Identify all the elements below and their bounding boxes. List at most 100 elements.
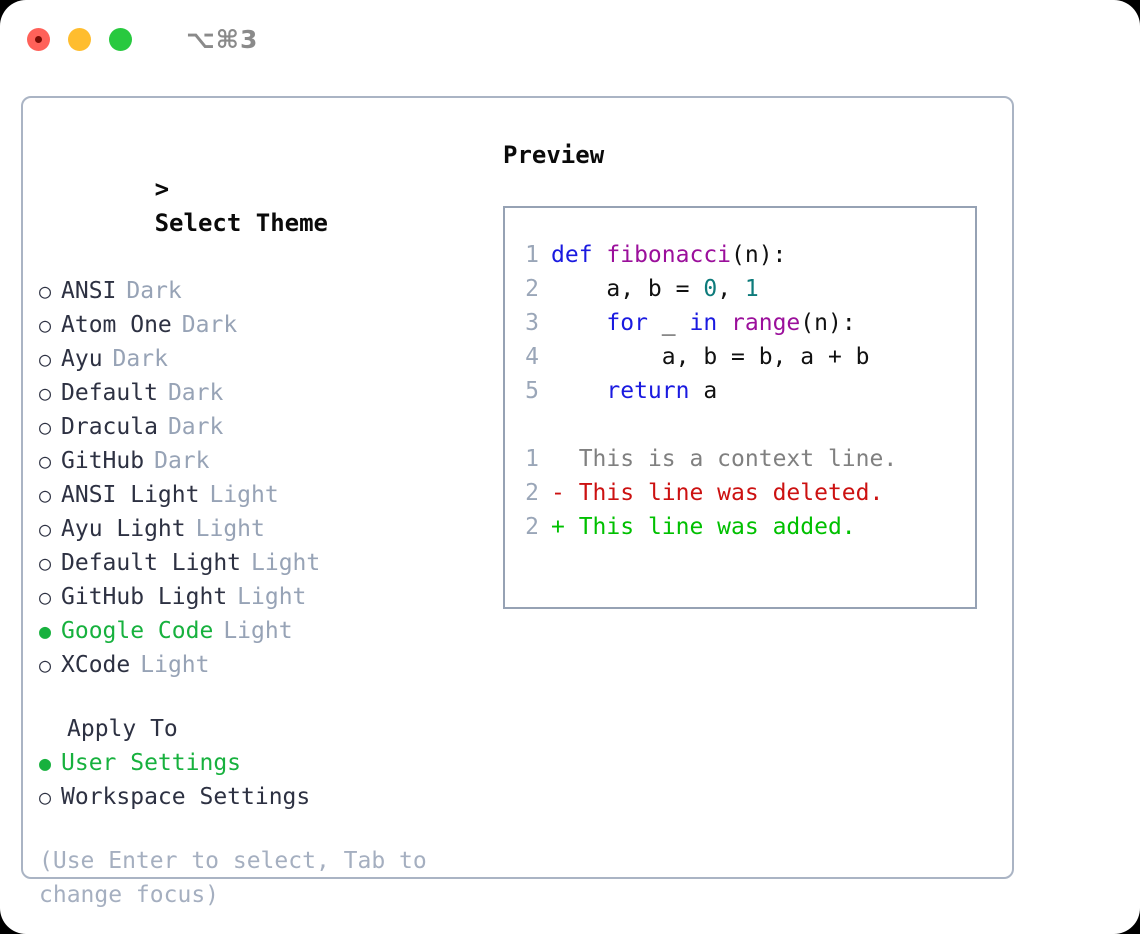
code-line-number: 5 xyxy=(525,378,539,404)
code-token: a xyxy=(689,378,718,404)
radio-unselected-icon: ○ xyxy=(39,347,52,371)
code-token: return xyxy=(606,378,690,404)
diff-marker: - xyxy=(551,480,579,506)
prompt-caret-icon: > xyxy=(154,175,170,203)
diff-line-content: + This line was added. xyxy=(551,510,856,544)
code-token: in xyxy=(689,310,718,336)
apply-to-option-workspace-settings[interactable]: ○ Workspace Settings xyxy=(39,780,479,814)
diff-line: 1 This is a context line. xyxy=(505,442,975,476)
theme-option-google-code[interactable]: ● Google Code Light xyxy=(39,614,479,648)
code-token: def xyxy=(551,242,607,268)
radio-selected-icon: ● xyxy=(39,751,52,775)
theme-option-label: Default xyxy=(61,380,158,406)
theme-option-ayu-light[interactable]: ○ Ayu Light Light xyxy=(39,512,479,546)
theme-option-label: XCode xyxy=(61,652,131,678)
theme-option-ansi[interactable]: ○ ANSI Dark xyxy=(39,274,479,308)
radio-unselected-icon: ○ xyxy=(39,483,52,507)
theme-option-label: ANSI Light xyxy=(61,482,200,508)
preview-title: Preview xyxy=(503,141,605,169)
code-line-number: 4 xyxy=(525,344,539,370)
diff-text: This is a context line. xyxy=(578,446,898,472)
radio-unselected-icon: ○ xyxy=(39,381,52,405)
code-token: , xyxy=(717,276,745,302)
theme-option-label: ANSI xyxy=(61,278,117,304)
code-line: 3 for _ in range(n): xyxy=(505,306,975,340)
code-token xyxy=(551,378,606,404)
theme-variant-tag: Dark xyxy=(126,278,182,304)
radio-unselected-icon: ○ xyxy=(39,653,52,677)
maximize-window-button[interactable] xyxy=(109,27,132,51)
code-line-number: 3 xyxy=(525,310,539,336)
diff-line-number: 2 xyxy=(525,514,539,540)
diff-line-number: 1 xyxy=(525,446,539,472)
theme-variant-tag: Dark xyxy=(167,380,224,406)
code-token xyxy=(717,310,731,336)
code-token xyxy=(551,310,606,336)
radio-unselected-icon: ○ xyxy=(39,415,52,439)
apply-to-option-label: Workspace Settings xyxy=(61,784,311,810)
diff-line-number: 2 xyxy=(525,480,539,506)
theme-option-label: Default Light xyxy=(61,550,242,576)
code-line-content: a, b = b, a + b xyxy=(551,340,870,374)
theme-option-label: Atom One xyxy=(61,312,172,338)
diff-marker xyxy=(551,446,579,472)
code-line-content: return a xyxy=(551,374,717,408)
theme-variant-tag: Dark xyxy=(112,346,168,372)
code-token: a, b = xyxy=(551,276,704,302)
spacer xyxy=(39,682,479,712)
apply-to-option-user-settings[interactable]: ●User Settings xyxy=(39,746,479,780)
code-line-content: for _ in range(n): xyxy=(551,306,856,340)
code-line-content: def fibonacci(n): xyxy=(551,238,786,272)
theme-option-label: Ayu xyxy=(61,346,103,372)
minimize-window-button[interactable] xyxy=(68,27,91,51)
radio-unselected-icon: ○ xyxy=(39,785,52,809)
radio-unselected-icon: ○ xyxy=(39,551,52,575)
theme-variant-tag: Light xyxy=(237,584,307,610)
diff-marker: + xyxy=(551,514,579,540)
theme-variant-tag: Light xyxy=(195,516,265,542)
code-token: (n): xyxy=(731,242,787,268)
apply-to-list: ●User Settings ○ Workspace Settings xyxy=(39,746,479,814)
diff-sample: 1 This is a context line. 2 - This line wa… xyxy=(505,442,975,544)
code-line: 4 a, b = b, a + b xyxy=(505,340,975,374)
code-token: (n): xyxy=(800,310,856,336)
code-token: _ xyxy=(647,310,690,336)
keyboard-hint-text: (Use Enter to select, Tab to change focu… xyxy=(39,848,441,908)
theme-option-ayu[interactable]: ○ Ayu Dark xyxy=(39,342,479,376)
radio-unselected-icon: ○ xyxy=(39,279,52,303)
code-token: range xyxy=(731,310,801,336)
theme-option-default-light[interactable]: ○ Default Light Light xyxy=(39,546,479,580)
theme-variant-tag: Light xyxy=(223,618,293,644)
code-line-number: 2 xyxy=(525,276,539,302)
radio-unselected-icon: ○ xyxy=(39,517,52,541)
theme-option-default[interactable]: ○ Default Dark xyxy=(39,376,479,410)
spacer xyxy=(505,408,975,442)
code-token: fibonacci xyxy=(606,242,732,268)
theme-option-label: Ayu Light xyxy=(61,516,186,542)
theme-variant-tag: Dark xyxy=(167,414,224,440)
theme-variant-tag: Light xyxy=(251,550,321,576)
theme-picker-header: > Select Theme xyxy=(39,138,479,274)
radio-unselected-icon: ○ xyxy=(39,313,52,337)
radio-unselected-icon: ○ xyxy=(39,585,52,609)
radio-selected-icon: ● xyxy=(39,619,52,643)
code-line: 2 a, b = 0, 1 xyxy=(505,272,975,306)
code-token: for xyxy=(606,310,648,336)
apply-to-title: Apply To xyxy=(67,716,178,742)
diff-line-content: - This line was deleted. xyxy=(551,476,883,510)
theme-option-label: GitHub xyxy=(61,448,145,474)
traffic-light-group xyxy=(27,27,132,51)
theme-option-label: Google Code xyxy=(61,618,214,644)
close-window-button[interactable] xyxy=(27,27,50,51)
